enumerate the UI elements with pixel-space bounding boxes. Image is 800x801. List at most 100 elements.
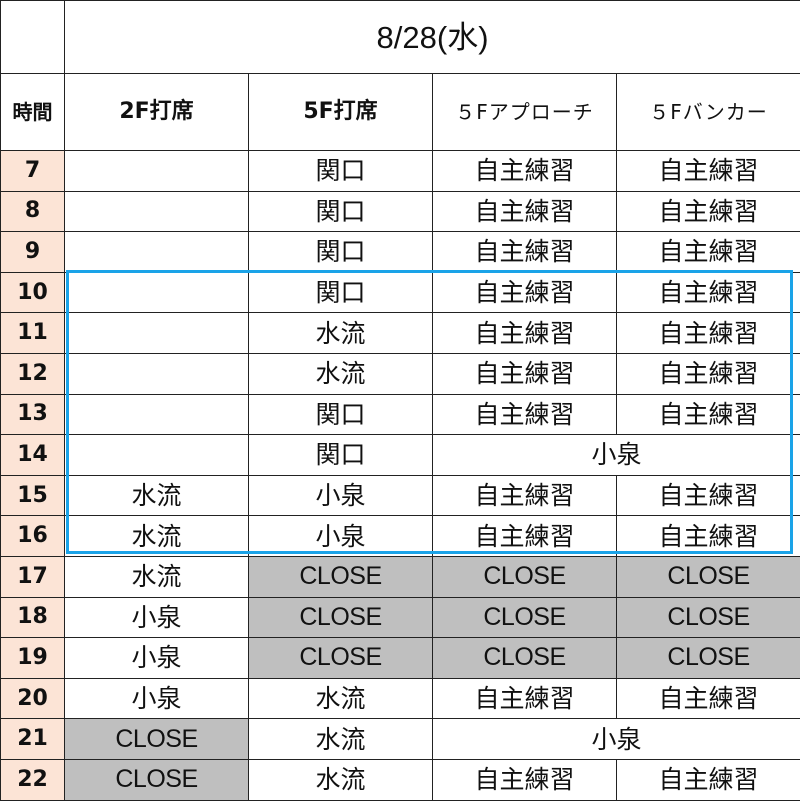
approach-cell: 自主練習 bbox=[433, 759, 617, 800]
floor2-cell: CLOSE bbox=[65, 719, 249, 760]
approach-cell: 自主練習 bbox=[433, 678, 617, 719]
floor5-cell: 小泉 bbox=[249, 475, 433, 516]
approach-cell: 自主練習 bbox=[433, 232, 617, 273]
bunker-cell: 自主練習 bbox=[617, 516, 800, 557]
hour-cell: 20 bbox=[1, 678, 65, 719]
hour-cell: 8 bbox=[1, 191, 65, 232]
floor2-cell: 水流 bbox=[65, 516, 249, 557]
bunker-cell: 自主練習 bbox=[617, 232, 800, 273]
header-floor2: 2F打席 bbox=[65, 74, 249, 151]
floor5-cell: 関口 bbox=[249, 394, 433, 435]
floor5-cell: 小泉 bbox=[249, 516, 433, 557]
floor5-cell: 水流 bbox=[249, 353, 433, 394]
approach-cell: 自主練習 bbox=[433, 313, 617, 354]
hour-cell: 13 bbox=[1, 394, 65, 435]
floor5-cell: 関口 bbox=[249, 191, 433, 232]
hour-cell: 17 bbox=[1, 556, 65, 597]
bunker-cell: 自主練習 bbox=[617, 475, 800, 516]
approach-cell: 自主練習 bbox=[433, 394, 617, 435]
floor5-cell: 関口 bbox=[249, 232, 433, 273]
bunker-cell: 自主練習 bbox=[617, 313, 800, 354]
approach-cell: CLOSE bbox=[433, 638, 617, 679]
hour-cell: 15 bbox=[1, 475, 65, 516]
floor2-cell bbox=[65, 232, 249, 273]
floor5-cell: 水流 bbox=[249, 313, 433, 354]
header-row: 時間 2F打席 5F打席 ５Fアプローチ ５Fバンカー bbox=[1, 74, 800, 151]
approach-cell: 自主練習 bbox=[433, 353, 617, 394]
approach-cell: CLOSE bbox=[433, 556, 617, 597]
floor2-cell: 水流 bbox=[65, 475, 249, 516]
floor2-cell: CLOSE bbox=[65, 759, 249, 800]
header-time: 時間 bbox=[1, 74, 65, 151]
hour-cell: 10 bbox=[1, 272, 65, 313]
hour-cell: 19 bbox=[1, 638, 65, 679]
floor5-cell: 水流 bbox=[249, 719, 433, 760]
floor2-cell: 小泉 bbox=[65, 638, 249, 679]
header-bunker: ５Fバンカー bbox=[617, 74, 800, 151]
bunker-cell: 自主練習 bbox=[617, 394, 800, 435]
bunker-cell: 自主練習 bbox=[617, 759, 800, 800]
hour-cell: 16 bbox=[1, 516, 65, 557]
bunker-cell: 自主練習 bbox=[617, 353, 800, 394]
hour-cell: 9 bbox=[1, 232, 65, 273]
hour-cell: 7 bbox=[1, 151, 65, 192]
floor5-cell: 水流 bbox=[249, 759, 433, 800]
floor5-cell: 関口 bbox=[249, 272, 433, 313]
floor2-cell: 小泉 bbox=[65, 678, 249, 719]
floor5-cell: 関口 bbox=[249, 435, 433, 476]
hour-cell: 18 bbox=[1, 597, 65, 638]
floor5-cell: CLOSE bbox=[249, 597, 433, 638]
hour-cell: 11 bbox=[1, 313, 65, 354]
header-approach: ５Fアプローチ bbox=[433, 74, 617, 151]
title-row: 8/28(水) bbox=[1, 1, 800, 74]
bunker-cell: 自主練習 bbox=[617, 272, 800, 313]
hour-cell: 21 bbox=[1, 719, 65, 760]
header-floor5: 5F打席 bbox=[249, 74, 433, 151]
floor2-cell: 水流 bbox=[65, 556, 249, 597]
floor5-cell: CLOSE bbox=[249, 556, 433, 597]
bunker-cell: 自主練習 bbox=[617, 191, 800, 232]
floor2-cell bbox=[65, 435, 249, 476]
corner-cell bbox=[1, 1, 65, 74]
bunker-cell: CLOSE bbox=[617, 556, 800, 597]
hour-cell: 14 bbox=[1, 435, 65, 476]
floor2-cell: 小泉 bbox=[65, 597, 249, 638]
floor2-cell bbox=[65, 191, 249, 232]
floor5-cell: 関口 bbox=[249, 151, 433, 192]
approach-cell: 自主練習 bbox=[433, 516, 617, 557]
bunker-cell: 自主練習 bbox=[617, 678, 800, 719]
merged-cell: 小泉 bbox=[433, 719, 800, 760]
page-title: 8/28(水) bbox=[65, 1, 800, 74]
floor2-cell bbox=[65, 272, 249, 313]
approach-cell: 自主練習 bbox=[433, 272, 617, 313]
floor2-cell bbox=[65, 151, 249, 192]
floor5-cell: CLOSE bbox=[249, 638, 433, 679]
hour-cell: 22 bbox=[1, 759, 65, 800]
approach-cell: 自主練習 bbox=[433, 151, 617, 192]
approach-cell: 自主練習 bbox=[433, 191, 617, 232]
bunker-cell: CLOSE bbox=[617, 638, 800, 679]
approach-cell: 自主練習 bbox=[433, 475, 617, 516]
hour-cell: 12 bbox=[1, 353, 65, 394]
merged-cell: 小泉 bbox=[433, 435, 800, 476]
floor5-cell: 水流 bbox=[249, 678, 433, 719]
bunker-cell: 自主練習 bbox=[617, 151, 800, 192]
table-row: 14 関口小泉 bbox=[1, 435, 800, 476]
floor2-cell bbox=[65, 313, 249, 354]
